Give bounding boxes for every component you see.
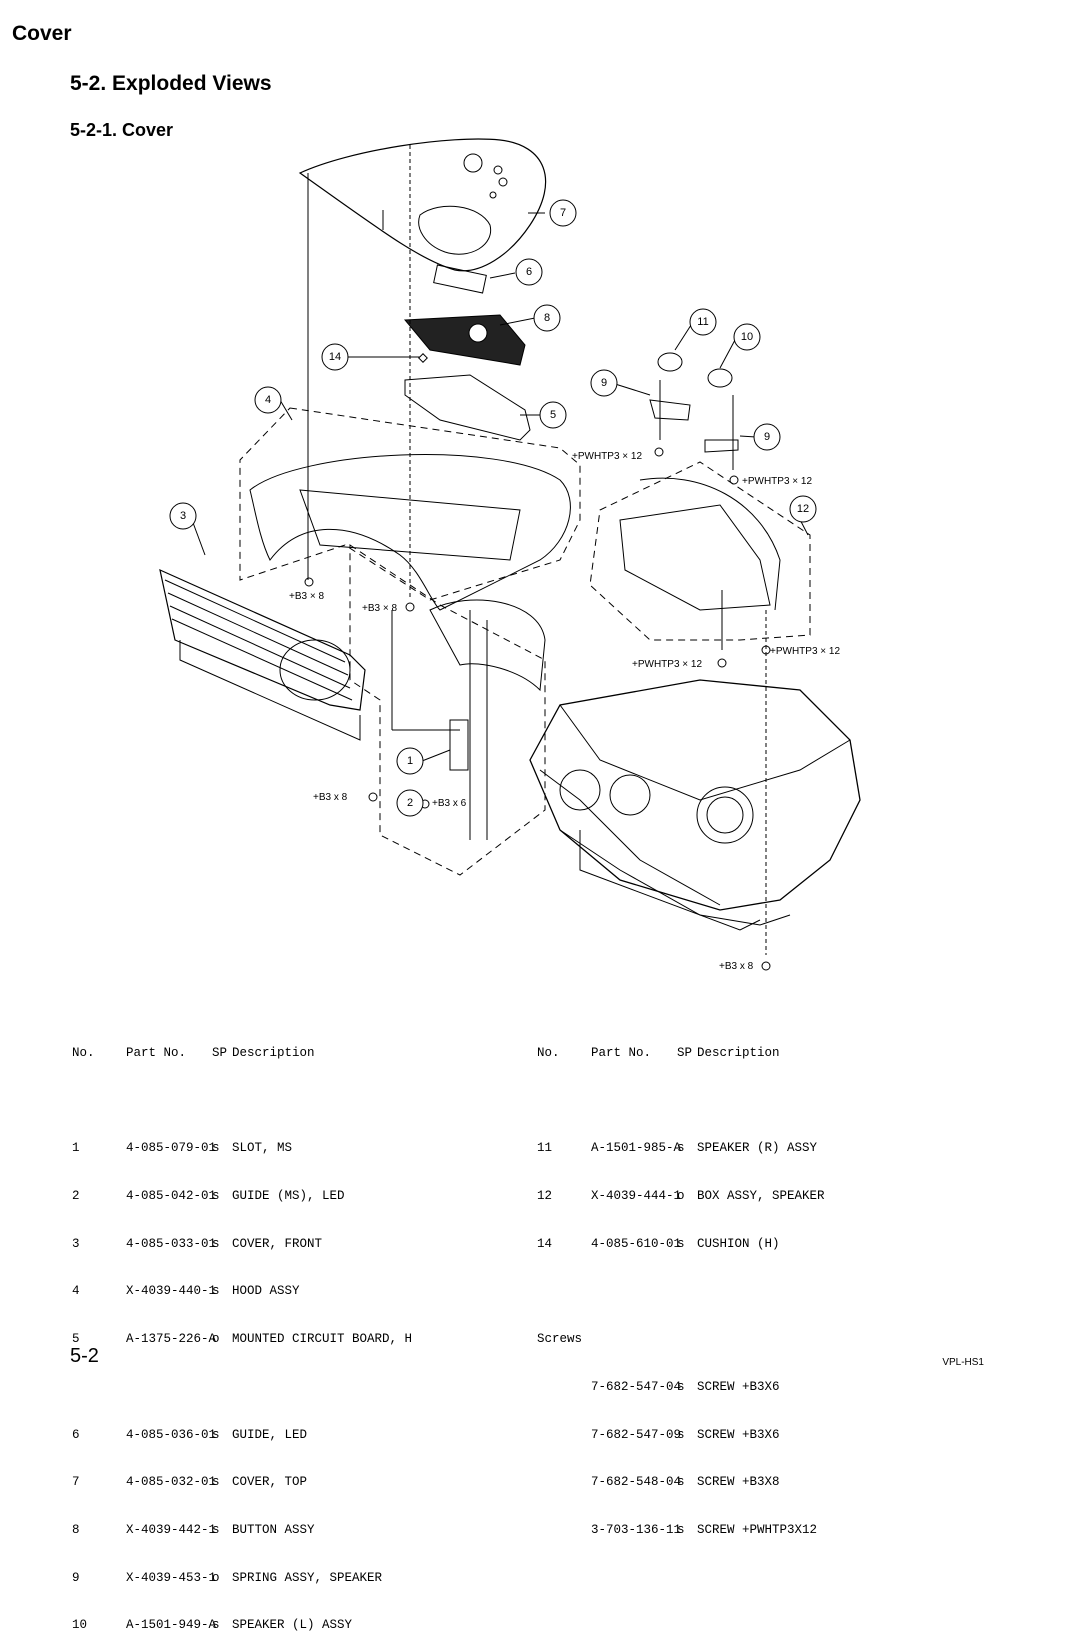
- screw-label-pw1: +PWHTP3 × 12: [572, 451, 642, 462]
- spring-assy-part: [649, 399, 691, 421]
- callout-7: 7: [560, 207, 566, 219]
- callout-1: 1: [407, 755, 413, 767]
- led-guide-part: [433, 264, 487, 294]
- front-cover-lens-opening: [279, 639, 351, 701]
- screw-label-pw2: +PWHTP3 × 12: [742, 476, 812, 487]
- parts-header-left: No. Part No. SP Description: [72, 1046, 412, 1062]
- subsection-title: 5-2-1. Cover: [70, 120, 174, 140]
- screws-title: Screws: [537, 1332, 583, 1347]
- callout-14: 14: [329, 351, 341, 363]
- top-cover-recess: [418, 205, 492, 255]
- screw-label-pw4: +PWHTP3 × 12: [770, 646, 840, 657]
- slot-ms-part: [449, 719, 469, 771]
- model-name: VPL-HS1: [942, 1357, 984, 1368]
- section-title: Cover: [12, 22, 72, 45]
- projector-lens: [696, 786, 754, 844]
- front-cover-part: [159, 568, 366, 711]
- speaker-r-part: [657, 352, 683, 372]
- screw-icons: [304, 447, 771, 971]
- page-title: 5-2. Exploded Views: [70, 72, 272, 95]
- callout-9a: 9: [601, 377, 607, 389]
- button-assy-part: [403, 314, 526, 366]
- screw-label-b4: +B3 x 6: [432, 798, 467, 809]
- screw-label-b1: +B3 × 8: [289, 591, 324, 602]
- header-part-no: Part No.: [126, 1045, 187, 1060]
- top-cover-hole: [463, 153, 483, 173]
- speaker-box-part: [619, 504, 771, 611]
- spring-assy-part-2: [704, 439, 739, 453]
- header-desc: Description: [232, 1045, 315, 1060]
- screw-label-b3: +B3 x 8: [313, 792, 348, 803]
- exploded-view-diagram: 7 6 8 14 4 5 3 11 10 9 9 12 1 2 +PWHTP3 …: [159, 138, 861, 972]
- circuit-board-part: [404, 374, 531, 441]
- lower-outline: [349, 544, 546, 876]
- callout-3: 3: [180, 510, 186, 522]
- screw-label-b5: +B3 x 8: [719, 961, 754, 972]
- callout-2: 2: [407, 797, 413, 809]
- callout-6: 6: [526, 266, 532, 278]
- hood-outline: [239, 407, 581, 601]
- top-cover: [298, 138, 547, 272]
- callout-12: 12: [797, 503, 809, 515]
- speaker-box-outline: [589, 461, 811, 641]
- screw-label-b2: +B3 × 8: [362, 603, 397, 614]
- screw-label-pw3: +PWHTP3 × 12: [632, 659, 702, 670]
- speaker-l-part: [707, 368, 733, 388]
- parts-header-right: No. Part No. SP Description: [537, 1045, 780, 1060]
- lower-part: [429, 599, 546, 692]
- callout-8: 8: [544, 312, 550, 324]
- callout-circles: [169, 199, 817, 817]
- header-sp: SP: [212, 1045, 228, 1060]
- callout-9b: 9: [764, 431, 770, 443]
- callout-11: 11: [697, 316, 708, 328]
- page-number: 5-2: [70, 1345, 99, 1367]
- header-no: No.: [72, 1045, 95, 1060]
- callout-4: 4: [265, 394, 271, 406]
- hood-part: [249, 454, 571, 611]
- projector-body: [529, 679, 861, 911]
- callout-10: 10: [741, 331, 753, 343]
- callout-5: 5: [550, 409, 556, 421]
- cushion-part: [418, 353, 428, 363]
